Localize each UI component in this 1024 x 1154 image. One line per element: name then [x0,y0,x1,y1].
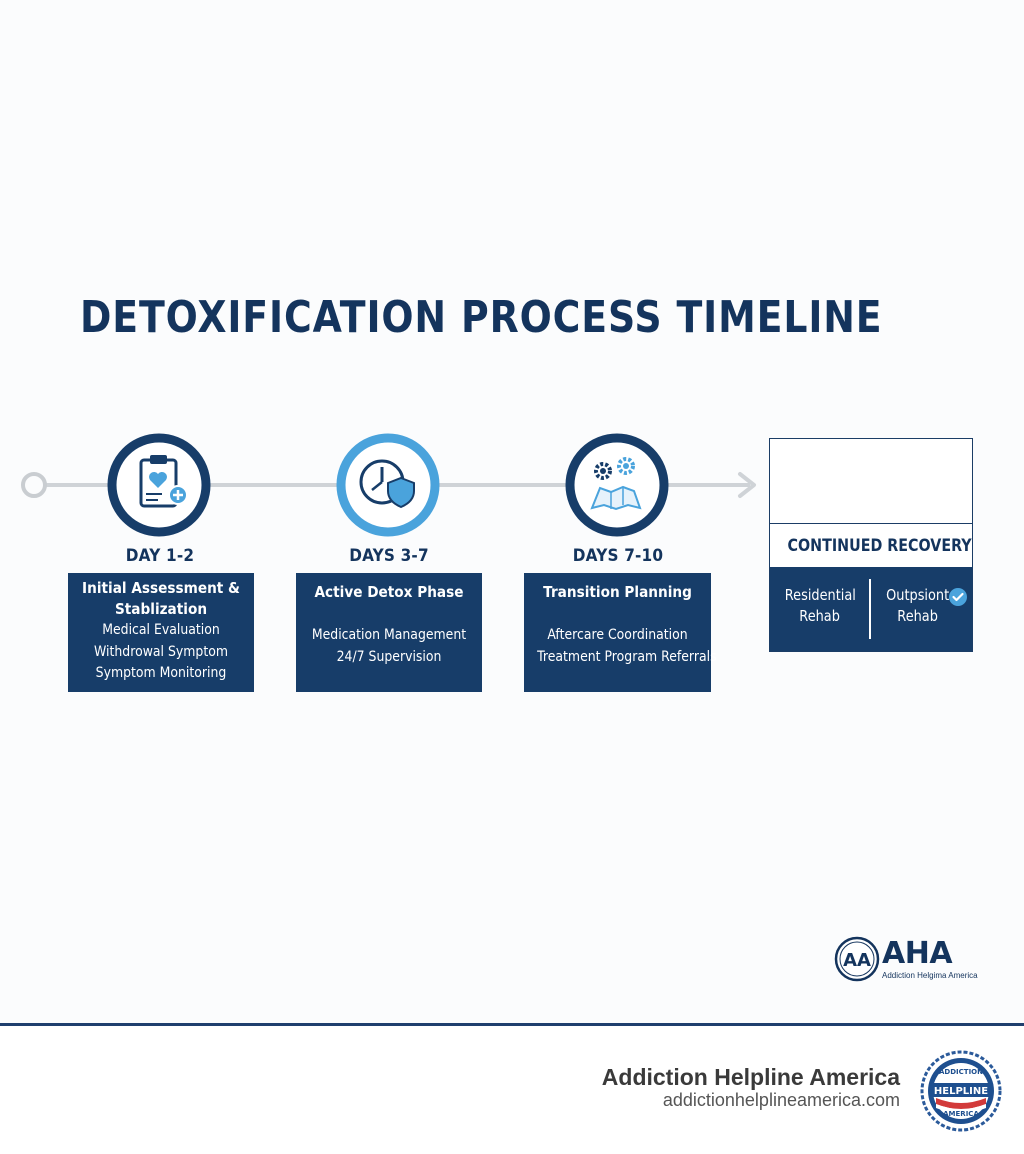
stage-1-item: Medical Evaluation [102,622,220,638]
stage-1-item: Withdrowal Symptom [93,643,228,660]
stage-2-box: Active Detox Phase Medication Management… [296,573,482,692]
continued-recovery-card: CONTINUED RECOVERY Residential Rehab Out… [769,438,973,652]
stage-1-box: Initial Assessment & Stablization Medica… [68,573,254,692]
svg-text:AMERICA: AMERICA [943,1110,979,1118]
svg-text:HELPLINE: HELPLINE [934,1086,988,1097]
stage-3-day: DAYS 7-10 [572,546,664,566]
stage-3-item: Treatment Program Referrals [537,648,717,665]
recovery-option-outpatient: Outpsiont Rehab [886,586,950,625]
stage-3-item: Aftercare Coordination [547,627,688,643]
stage-3-title-line: Transition Planning [543,583,692,601]
timeline-start-node [21,472,47,498]
stage-1-item: Symptom Monitoring [95,665,227,681]
stage-2-day: DAYS 3-7 [349,546,429,566]
clock-shield-icon [336,433,440,537]
clipboard-heart-icon [107,433,211,537]
footer [0,1026,1024,1154]
stage-1-title-line: Stablization [114,600,208,618]
aha-logo: AA AHA Addiction Helgima America [834,936,978,984]
svg-text:AA: AA [843,950,871,971]
recovery-divider [869,579,871,639]
aha-monogram-icon: AA [834,936,880,982]
gears-map-icon [565,433,669,537]
svg-text:ADDICTION: ADDICTION [939,1068,983,1076]
stage-2-item: 24/7 Supervision [336,648,442,665]
recovery-title: CONTINUED RECOVERY [770,523,972,567]
page-title: DETOXIFICATION PROCESS TIMELINE [80,292,883,343]
recovery-options: Residential Rehab Outpsiont Rehab [770,567,972,651]
stage-2-title-line: Active Detox Phase [314,583,464,601]
helpline-seal-logo: HELPLINE ADDICTION AMERICA [920,1050,1002,1132]
check-icon [949,588,967,606]
stage-1-title-line: Initial Assessment & [82,579,240,597]
brand-url[interactable]: addictionhelplineamerica.com [662,1090,900,1110]
aha-abbr: AHA [882,936,953,971]
aha-subtitle: Addiction Helgima America [882,971,978,980]
recovery-option-residential: Residential Rehab [784,586,856,625]
stage-3-box: Transition Planning Aftercare Coordinati… [524,573,717,692]
brand-name: Addiction Helpline America [601,1064,900,1090]
footer-divider [0,1023,1024,1026]
stage-2-item: Medication Management [311,627,467,643]
stage-1-day: DAY 1-2 [125,546,195,566]
timeline-arrowhead [738,472,756,498]
